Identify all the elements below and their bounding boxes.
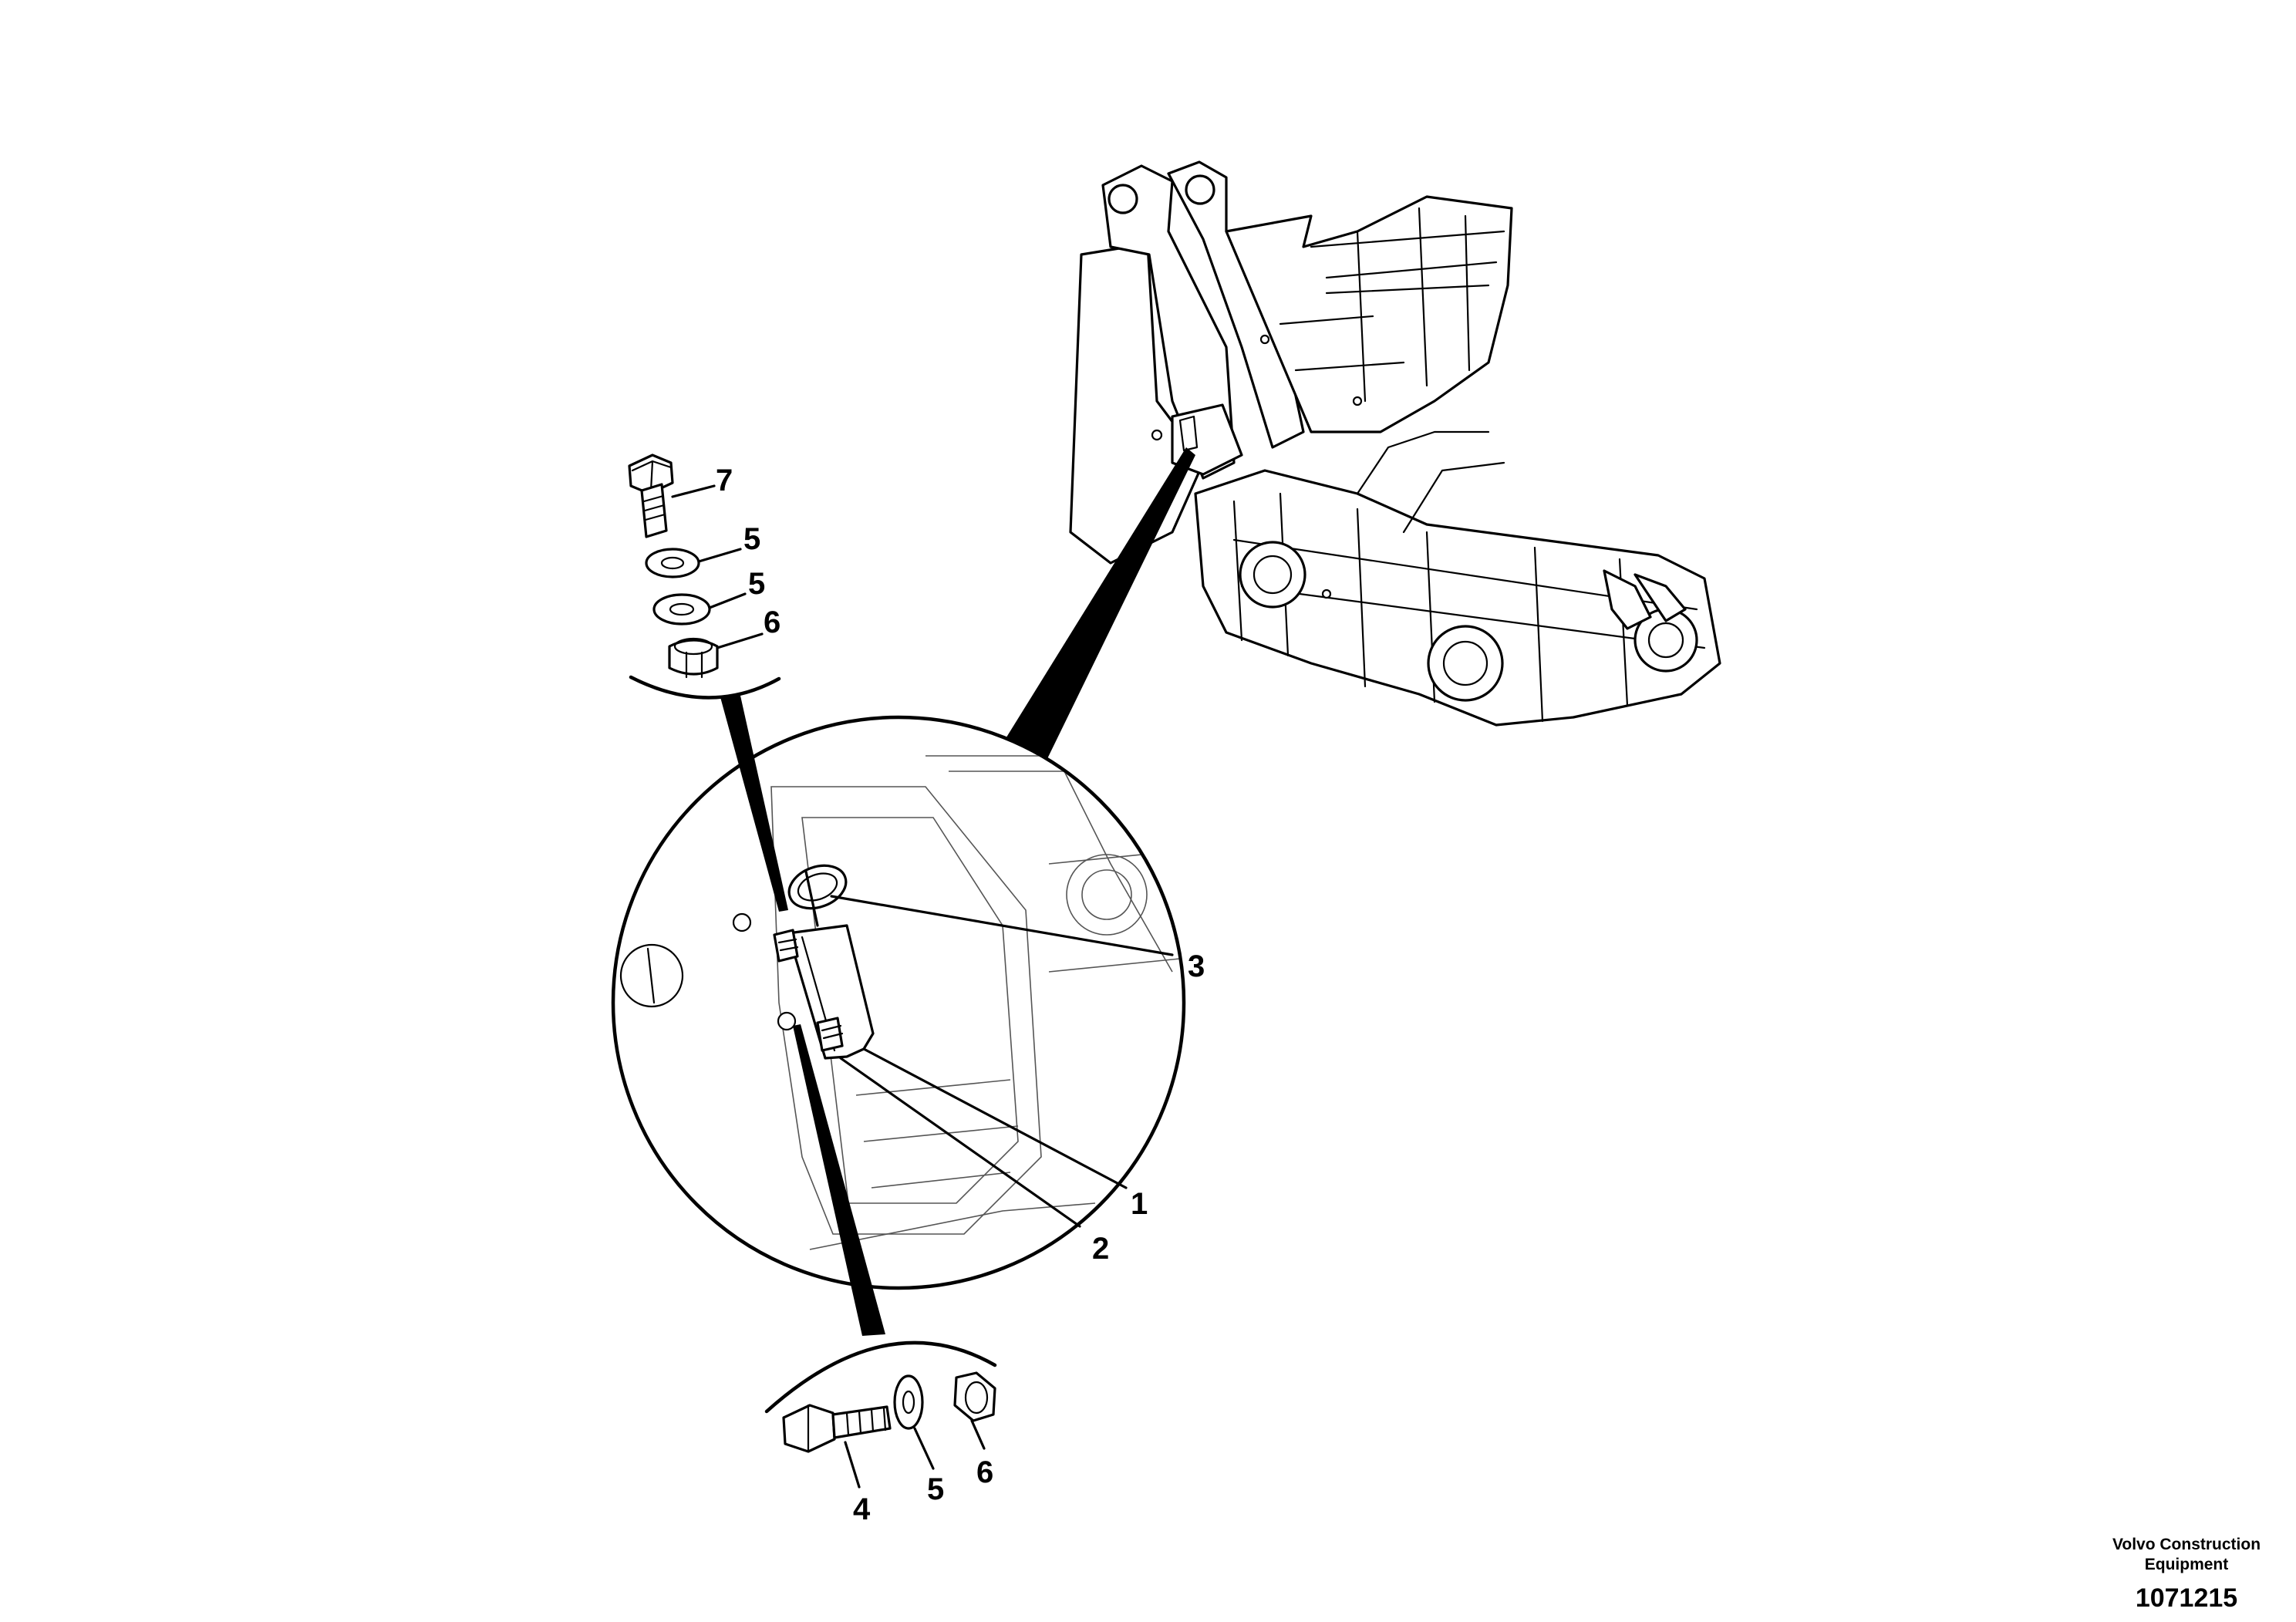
callout-1: 1 (1131, 1187, 1148, 1221)
company-line1: Volvo Construction (2112, 1536, 2261, 1553)
leader-wedge-frame (995, 447, 1195, 771)
bolt-4 (782, 1404, 892, 1453)
leader-5a (697, 548, 742, 563)
callout-4: 4 (853, 1492, 871, 1526)
leader-wedge-top (720, 696, 788, 912)
leader-2 (839, 1057, 1081, 1228)
detail-circle (611, 715, 1186, 1290)
company-name: Volvo Construction Equipment (2075, 1535, 2296, 1575)
nut-6-upper (668, 637, 719, 679)
leader-7 (671, 484, 716, 498)
leader-4 (844, 1441, 861, 1489)
bolt-7 (628, 454, 674, 538)
illustration-number: 1071215 (2135, 1583, 2238, 1613)
leader-6a (716, 632, 764, 649)
callout-6a: 6 (764, 605, 781, 639)
washer-5-bottom (893, 1374, 924, 1430)
bottom-parts-arc (764, 1340, 997, 1414)
top-parts-arc (629, 675, 781, 700)
leader-5b (708, 592, 747, 609)
washer-5-upper (645, 548, 700, 578)
washer-5-lower (652, 593, 711, 626)
leader-6b (970, 1419, 986, 1450)
callout-6b: 6 (976, 1455, 993, 1489)
nut-6-bottom (953, 1371, 996, 1422)
callout-2: 2 (1092, 1232, 1109, 1266)
callout-3: 3 (1188, 949, 1205, 983)
callout-7: 7 (716, 464, 733, 497)
leader-1 (862, 1047, 1128, 1189)
machine-frame (1069, 160, 1721, 727)
callout-5b: 5 (748, 567, 765, 601)
leader-3 (830, 895, 1174, 956)
callout-5c: 5 (927, 1472, 944, 1506)
company-line2: Equipment (2144, 1556, 2229, 1573)
callout-5a: 5 (743, 522, 760, 556)
leader-5c (913, 1427, 935, 1470)
leader-wedge-bottom (793, 1024, 885, 1336)
